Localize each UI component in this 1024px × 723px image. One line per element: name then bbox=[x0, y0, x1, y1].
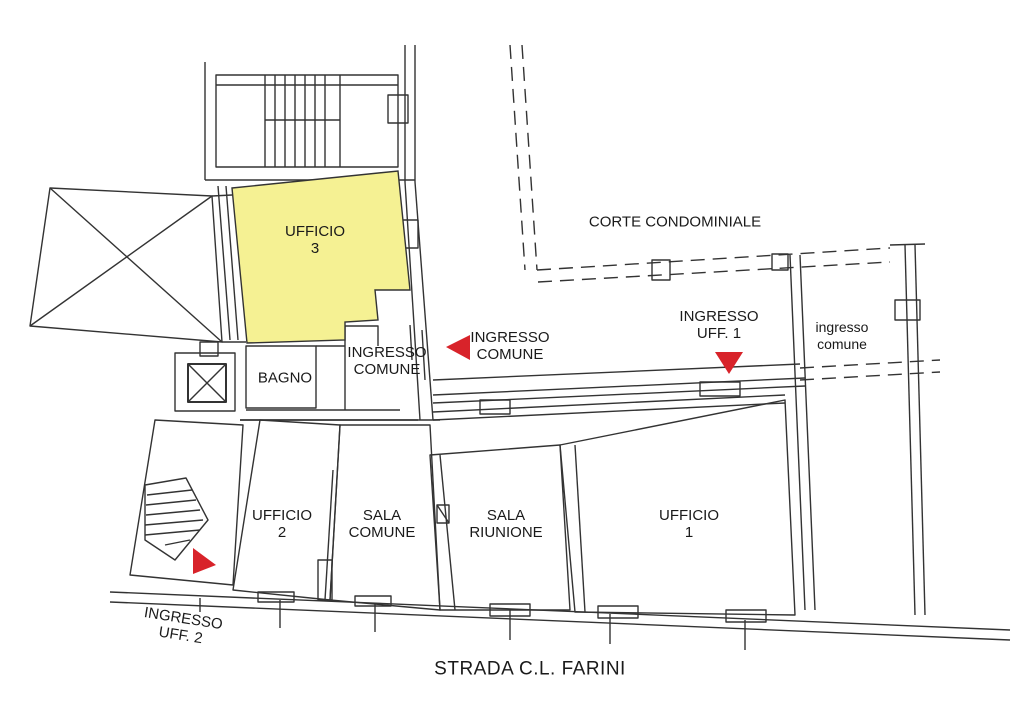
elevator bbox=[174, 352, 236, 412]
ufficio-3-highlight bbox=[231, 170, 411, 344]
street-name-label: STRADA C.L. FARINI bbox=[434, 658, 626, 680]
skylight-block bbox=[29, 187, 246, 343]
lower-staircase bbox=[129, 419, 244, 586]
top-staircase bbox=[204, 62, 399, 180]
ingresso-uff2-arrow-icon bbox=[193, 548, 216, 574]
ingresso-comune-arrow-icon bbox=[446, 335, 470, 360]
corte-condominiale-label: CORTE CONDOMINIALE bbox=[588, 213, 762, 231]
ingresso-uff1-arrow-icon bbox=[715, 352, 743, 374]
courtyard-walls bbox=[509, 44, 891, 283]
bagno-label: BAGNO bbox=[257, 369, 313, 387]
